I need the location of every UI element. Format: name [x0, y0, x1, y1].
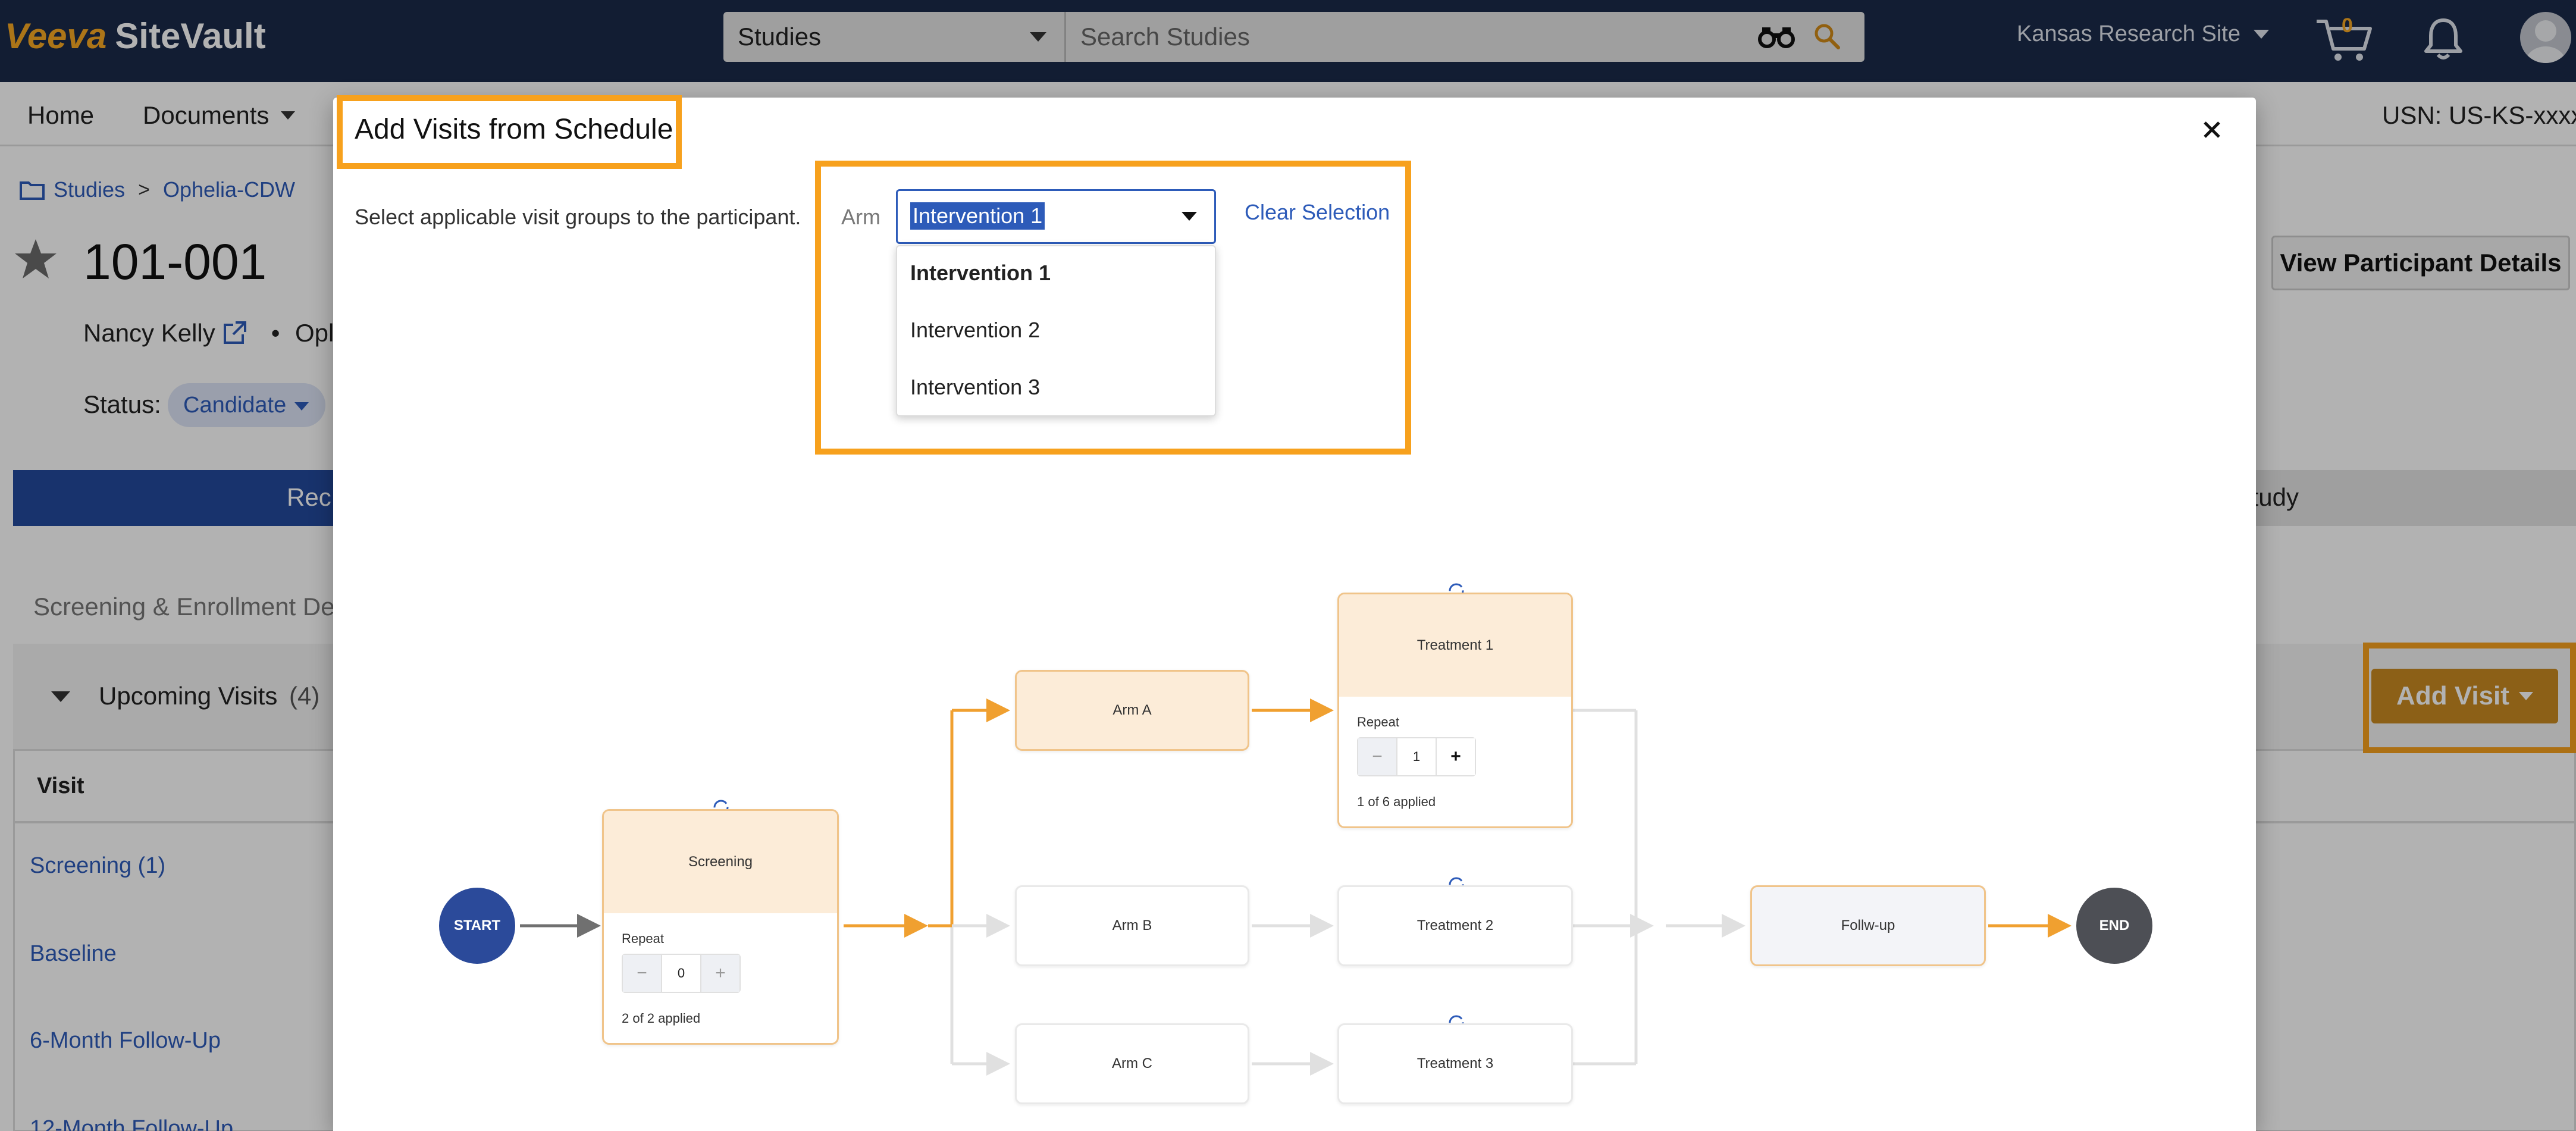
- chevron-down-icon: [2253, 30, 2269, 39]
- diagram-connectors: [520, 698, 2072, 1076]
- stepper-decrement[interactable]: −: [1358, 738, 1396, 775]
- nav-documents[interactable]: Documents: [143, 101, 296, 130]
- arm-option[interactable]: Intervention 3: [910, 375, 1041, 399]
- status-value: Candidate: [183, 392, 287, 418]
- search-type-select[interactable]: Studies: [723, 12, 1066, 62]
- chevron-down-icon: [281, 111, 296, 120]
- visit-row-link[interactable]: Screening (1): [30, 853, 166, 878]
- nav-home[interactable]: Home: [27, 101, 95, 129]
- visit-row-link[interactable]: Baseline: [30, 941, 117, 966]
- site-name: Kansas Research Site: [2017, 21, 2240, 46]
- participant-name-text: Nancy Kelly: [83, 319, 215, 347]
- treatment-1-label: Treatment 1: [1339, 594, 1571, 697]
- arm-select-value[interactable]: Intervention 1: [910, 202, 1045, 230]
- highlight-box: [2363, 643, 2576, 753]
- stepper-increment[interactable]: +: [1437, 738, 1475, 775]
- status-label: Status:: [83, 390, 161, 418]
- visits-title: Upcoming Visits: [99, 682, 278, 710]
- usn-label: USN: US-KS-xxxx: [2382, 101, 2576, 129]
- column-header-visit[interactable]: Visit: [37, 773, 84, 798]
- logo-veeva: Veeva: [5, 15, 107, 56]
- applied-count: 2 of 2 applied: [622, 1011, 701, 1026]
- visits-count: (4): [289, 682, 320, 710]
- screening-node-label: Screening: [604, 811, 837, 913]
- arm-option[interactable]: Intervention 1: [910, 261, 1051, 285]
- status-badge[interactable]: Candidate: [168, 383, 326, 427]
- tab-screening-enrollment[interactable]: Screening & Enrollment De: [33, 593, 335, 621]
- cart-icon[interactable]: [2314, 15, 2374, 63]
- arm-option[interactable]: Intervention 2: [910, 318, 1041, 342]
- end-node: END: [2076, 888, 2152, 964]
- arm-dropdown-menu: [896, 245, 1216, 416]
- repeat-label: Repeat: [1357, 715, 1399, 729]
- stepper-value[interactable]: 0: [661, 955, 701, 992]
- visit-schedule-diagram: START END Screening Repeat − 0 + 2 of 2 …: [333, 535, 2256, 1131]
- stepper-increment[interactable]: +: [701, 955, 739, 992]
- site-selector[interactable]: Kansas Research Site: [2017, 21, 2269, 47]
- user-avatar[interactable]: [2520, 12, 2571, 63]
- user-icon: [2525, 20, 2566, 63]
- participant-id: 101-001: [83, 234, 267, 290]
- breadcrumb-study[interactable]: Ophelia-CDW: [162, 177, 295, 202]
- arm-label: Arm: [841, 205, 880, 229]
- treatment-2-node[interactable]: Treatment 2: [1337, 885, 1573, 966]
- modal-instruction: Select applicable visit groups to the pa…: [355, 205, 801, 229]
- participant-study[interactable]: Opl: [295, 319, 334, 347]
- folder-icon: [20, 181, 45, 200]
- applied-count: 1 of 6 applied: [1357, 794, 1436, 809]
- clear-selection-link[interactable]: Clear Selection: [1245, 200, 1390, 224]
- lifecycle-step-current[interactable]: Rec: [287, 483, 331, 511]
- nav-documents-label: Documents: [143, 101, 269, 129]
- app-logo[interactable]: Veeva SiteVault: [5, 14, 266, 57]
- breadcrumb-studies[interactable]: Studies: [54, 177, 126, 202]
- cart-count-badge: 0: [2342, 14, 2353, 37]
- arm-c-node[interactable]: Arm C: [1015, 1023, 1249, 1104]
- participant-name[interactable]: Nancy Kelly •: [83, 319, 280, 347]
- chevron-down-icon: [2518, 692, 2533, 700]
- treatment-3-node[interactable]: Treatment 3: [1337, 1023, 1573, 1104]
- chevron-down-icon: [294, 402, 309, 411]
- repeat-stepper: − 0 +: [622, 954, 741, 993]
- highlight-box: [337, 95, 682, 169]
- visit-row-link[interactable]: 12-Month Follow-Up: [30, 1116, 234, 1131]
- arm-select[interactable]: [896, 189, 1216, 244]
- treatment-1-node[interactable]: Treatment 1 Repeat − 1 + 1 of 6 applied: [1337, 593, 1573, 828]
- breadcrumb-separator: >: [138, 178, 150, 201]
- breadcrumb: Studies > Ophelia-CDW: [19, 177, 295, 202]
- stepper-decrement[interactable]: −: [623, 955, 661, 992]
- close-icon[interactable]: [2199, 117, 2225, 143]
- start-node: START: [439, 888, 515, 964]
- star-icon[interactable]: [13, 237, 58, 282]
- search-type-value: Studies: [738, 23, 822, 51]
- add-visit-label: Add Visit: [2396, 681, 2509, 710]
- external-link-icon[interactable]: [221, 320, 247, 346]
- arm-b-node[interactable]: Arm B: [1015, 885, 1249, 966]
- chevron-down-icon: [1030, 32, 1046, 42]
- collapse-toggle-icon[interactable]: [51, 691, 70, 702]
- search-icon[interactable]: [1812, 21, 1841, 50]
- modal-title: Add Visits from Schedule: [355, 114, 673, 145]
- follow-up-node[interactable]: Follw-up: [1750, 885, 1986, 966]
- chevron-down-icon[interactable]: [1182, 212, 1197, 221]
- screening-node[interactable]: Screening Repeat − 0 + 2 of 2 applied: [602, 809, 839, 1045]
- separator-dot: •: [271, 319, 280, 347]
- search-input[interactable]: [1067, 12, 1864, 62]
- add-visit-button[interactable]: Add Visit: [2371, 669, 2558, 723]
- bell-icon[interactable]: [2424, 17, 2463, 61]
- visit-row-link[interactable]: 6-Month Follow-Up: [30, 1028, 221, 1053]
- repeat-stepper: − 1 +: [1357, 737, 1476, 776]
- repeat-label: Repeat: [622, 931, 664, 946]
- highlight-box: [815, 161, 1411, 455]
- stepper-value[interactable]: 1: [1396, 738, 1437, 775]
- arm-a-node[interactable]: Arm A: [1015, 670, 1249, 751]
- binoculars-icon[interactable]: [1757, 25, 1795, 49]
- view-participant-details-button[interactable]: View Participant Details: [2271, 236, 2570, 290]
- logo-product: SiteVault: [115, 15, 266, 56]
